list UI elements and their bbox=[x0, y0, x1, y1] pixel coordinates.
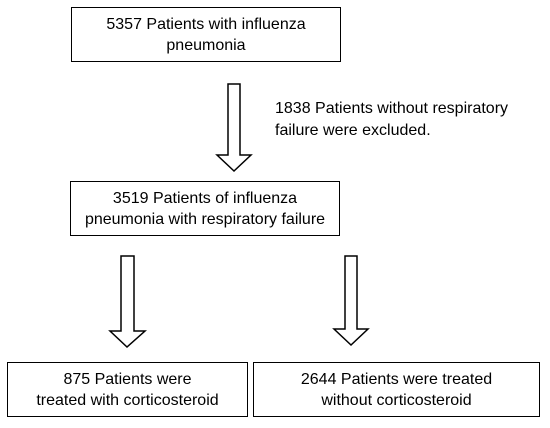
arrow-top-to-middle bbox=[215, 83, 253, 173]
box-total-patients-line2: pneumonia bbox=[166, 36, 246, 54]
box-respiratory-failure-line1: 3519 Patients of influenza bbox=[112, 189, 298, 207]
arrow-middle-to-right bbox=[332, 255, 370, 347]
box-total-patients: 5357 Patients with influenza pneumonia bbox=[71, 7, 341, 62]
box-without-corticosteroid-line2: without corticosteroid bbox=[321, 391, 472, 409]
box-without-corticosteroid: 2644 Patients were treated without corti… bbox=[253, 362, 540, 417]
box-respiratory-failure: 3519 Patients of influenza pneumonia wit… bbox=[70, 181, 340, 236]
box-respiratory-failure-line2: pneumonia with respiratory failure bbox=[84, 210, 326, 228]
arrow-middle-to-left bbox=[108, 255, 147, 349]
box-without-corticosteroid-line1: 2644 Patients were treated bbox=[300, 370, 493, 388]
box-with-corticosteroid-line1: 875 Patients were bbox=[63, 370, 192, 388]
exclusion-note-line1: 1838 Patients without respiratory bbox=[275, 100, 509, 117]
box-with-corticosteroid: 875 Patients were treated with corticost… bbox=[7, 362, 248, 417]
box-with-corticosteroid-line2: treated with corticosteroid bbox=[36, 391, 219, 409]
exclusion-note: 1838 Patients without respiratory failur… bbox=[275, 98, 535, 142]
box-total-patients-line1: 5357 Patients with influenza bbox=[106, 15, 306, 33]
exclusion-note-line2: failure were excluded. bbox=[275, 122, 431, 139]
